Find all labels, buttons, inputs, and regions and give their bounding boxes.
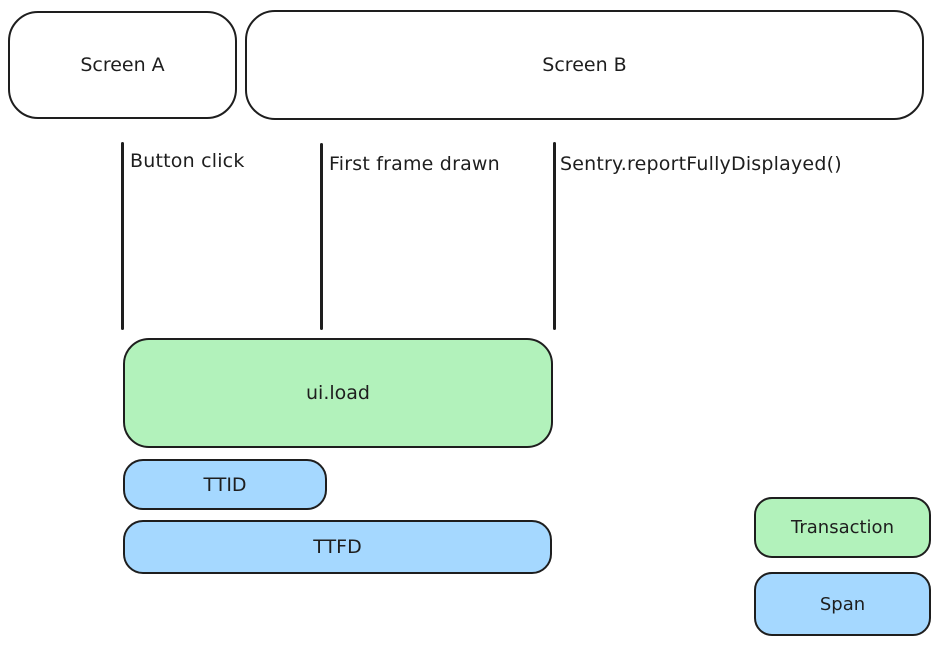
legend-transaction-label: Transaction (791, 517, 894, 538)
ttfd-span-bar: TTFD (123, 520, 552, 574)
marker-line-button-click (121, 142, 124, 330)
marker-label-first-frame-drawn: First frame drawn (329, 153, 500, 175)
ttid-label: TTID (203, 473, 247, 496)
marker-line-report-fully-displayed (553, 142, 556, 330)
ui-load-transaction-bar: ui.load (123, 338, 553, 448)
legend-transaction-box: Transaction (754, 497, 931, 558)
ttfd-label: TTFD (313, 536, 362, 558)
screen-a-box: Screen A (8, 11, 237, 119)
ui-load-label: ui.load (306, 382, 370, 404)
ttid-span-bar: TTID (123, 459, 327, 510)
screen-b-label: Screen B (542, 54, 627, 76)
screen-a-label: Screen A (80, 54, 165, 76)
screen-b-box: Screen B (245, 10, 924, 120)
legend-span-box: Span (754, 572, 931, 636)
legend-span-label: Span (819, 593, 866, 615)
marker-label-report-fully-displayed: Sentry.reportFullyDisplayed() (560, 153, 842, 175)
marker-line-first-frame-drawn (320, 143, 323, 330)
marker-label-button-click: Button click (130, 150, 245, 172)
